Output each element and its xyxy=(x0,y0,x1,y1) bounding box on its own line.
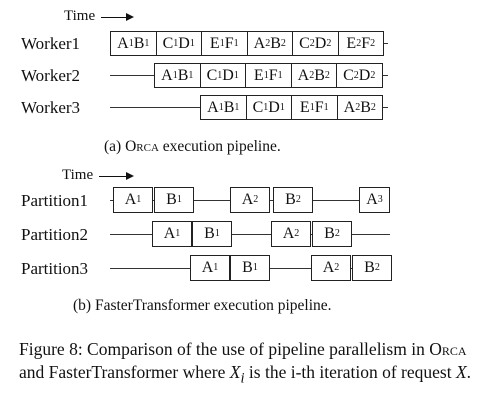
ft-time-arrow xyxy=(99,172,134,180)
partition3-label: Partition3 xyxy=(21,259,89,278)
orca-pipeline-caption: (a) Orca execution pipeline. xyxy=(104,138,281,155)
orca-time-arrow xyxy=(101,13,134,21)
worker3-label: Worker3 xyxy=(21,98,81,117)
figure-caption: Figure 8: Comparison of the use of pipel… xyxy=(19,339,472,387)
ft-pipeline-caption: (b) FasterTransformer execution pipeline… xyxy=(73,297,332,314)
orca-time-label: Time xyxy=(64,8,96,24)
ft-time-label: Time xyxy=(62,167,94,183)
worker2-label: Worker2 xyxy=(21,66,81,85)
partition2-label: Partition2 xyxy=(21,225,89,244)
partition2-timeline xyxy=(110,234,390,235)
partition1-label: Partition1 xyxy=(21,191,89,210)
worker1-label: Worker1 xyxy=(21,34,81,53)
